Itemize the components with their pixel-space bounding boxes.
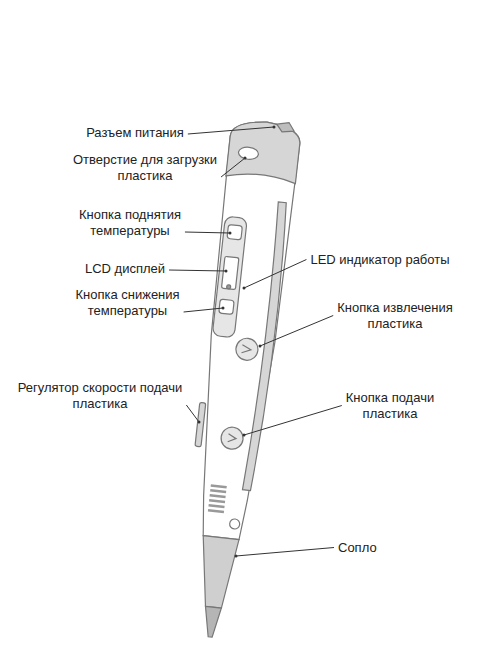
lcd-display: [221, 256, 238, 289]
leader-line: [221, 158, 245, 177]
nozzle-tip: [202, 606, 221, 638]
leader-line: [236, 548, 334, 557]
vent-slot: [210, 489, 226, 493]
leader-dot: [259, 345, 262, 348]
feed-button: [220, 426, 244, 450]
vent-grille: [208, 484, 227, 513]
part-label: Кнопка извлечения пластика: [320, 300, 470, 332]
part-label: Отверстие для загрузки пластика: [55, 152, 235, 184]
leader-dot: [225, 270, 228, 273]
leader-dot: [222, 307, 225, 310]
temp-up-button: [227, 225, 242, 240]
leader-dot: [243, 434, 246, 437]
part-label: Кнопка подачи пластика: [320, 390, 460, 422]
nozzle: [196, 536, 239, 610]
leader-dot: [243, 287, 246, 290]
leader-line: [260, 316, 333, 347]
leader-line: [188, 127, 274, 134]
unload-arrow: [242, 345, 252, 354]
leader-dot: [273, 126, 276, 129]
display-panel: [212, 216, 247, 338]
vent-slot: [211, 484, 227, 488]
part-label: LED индикатор работы: [305, 252, 455, 268]
leader-line: [244, 406, 342, 436]
vent-slot: [210, 494, 226, 498]
unload-button: [235, 337, 259, 361]
small-button: [229, 518, 240, 529]
leader-line: [169, 270, 226, 271]
part-label: Кнопка снижения температуры: [45, 287, 210, 319]
filament-hole: [238, 146, 259, 160]
vent-slot: [208, 509, 224, 513]
feed-arrow: [228, 434, 237, 443]
leader-line: [185, 232, 230, 233]
leader-dot: [229, 232, 232, 235]
part-label: Регулятор скорости подачи пластика: [15, 380, 185, 412]
leader-dot: [198, 421, 201, 424]
power-connector: [276, 121, 295, 133]
pen-body: [186, 118, 301, 541]
speed-slider: [195, 402, 206, 446]
leader-line: [184, 308, 223, 312]
vent-slot: [209, 499, 225, 503]
part-label: Разъем питания: [55, 125, 215, 141]
temp-down-button: [219, 299, 234, 314]
leader-line: [244, 260, 306, 289]
part-label: Сопло: [338, 540, 418, 556]
vent-slot: [208, 504, 224, 508]
led-indicator: [226, 285, 230, 289]
leader-dot: [235, 555, 238, 558]
leader-line: [186, 405, 199, 422]
leader-dot: [244, 157, 247, 160]
part-label: Кнопка поднятия температуры: [50, 207, 210, 239]
part-label: LCD дисплей: [50, 261, 200, 277]
